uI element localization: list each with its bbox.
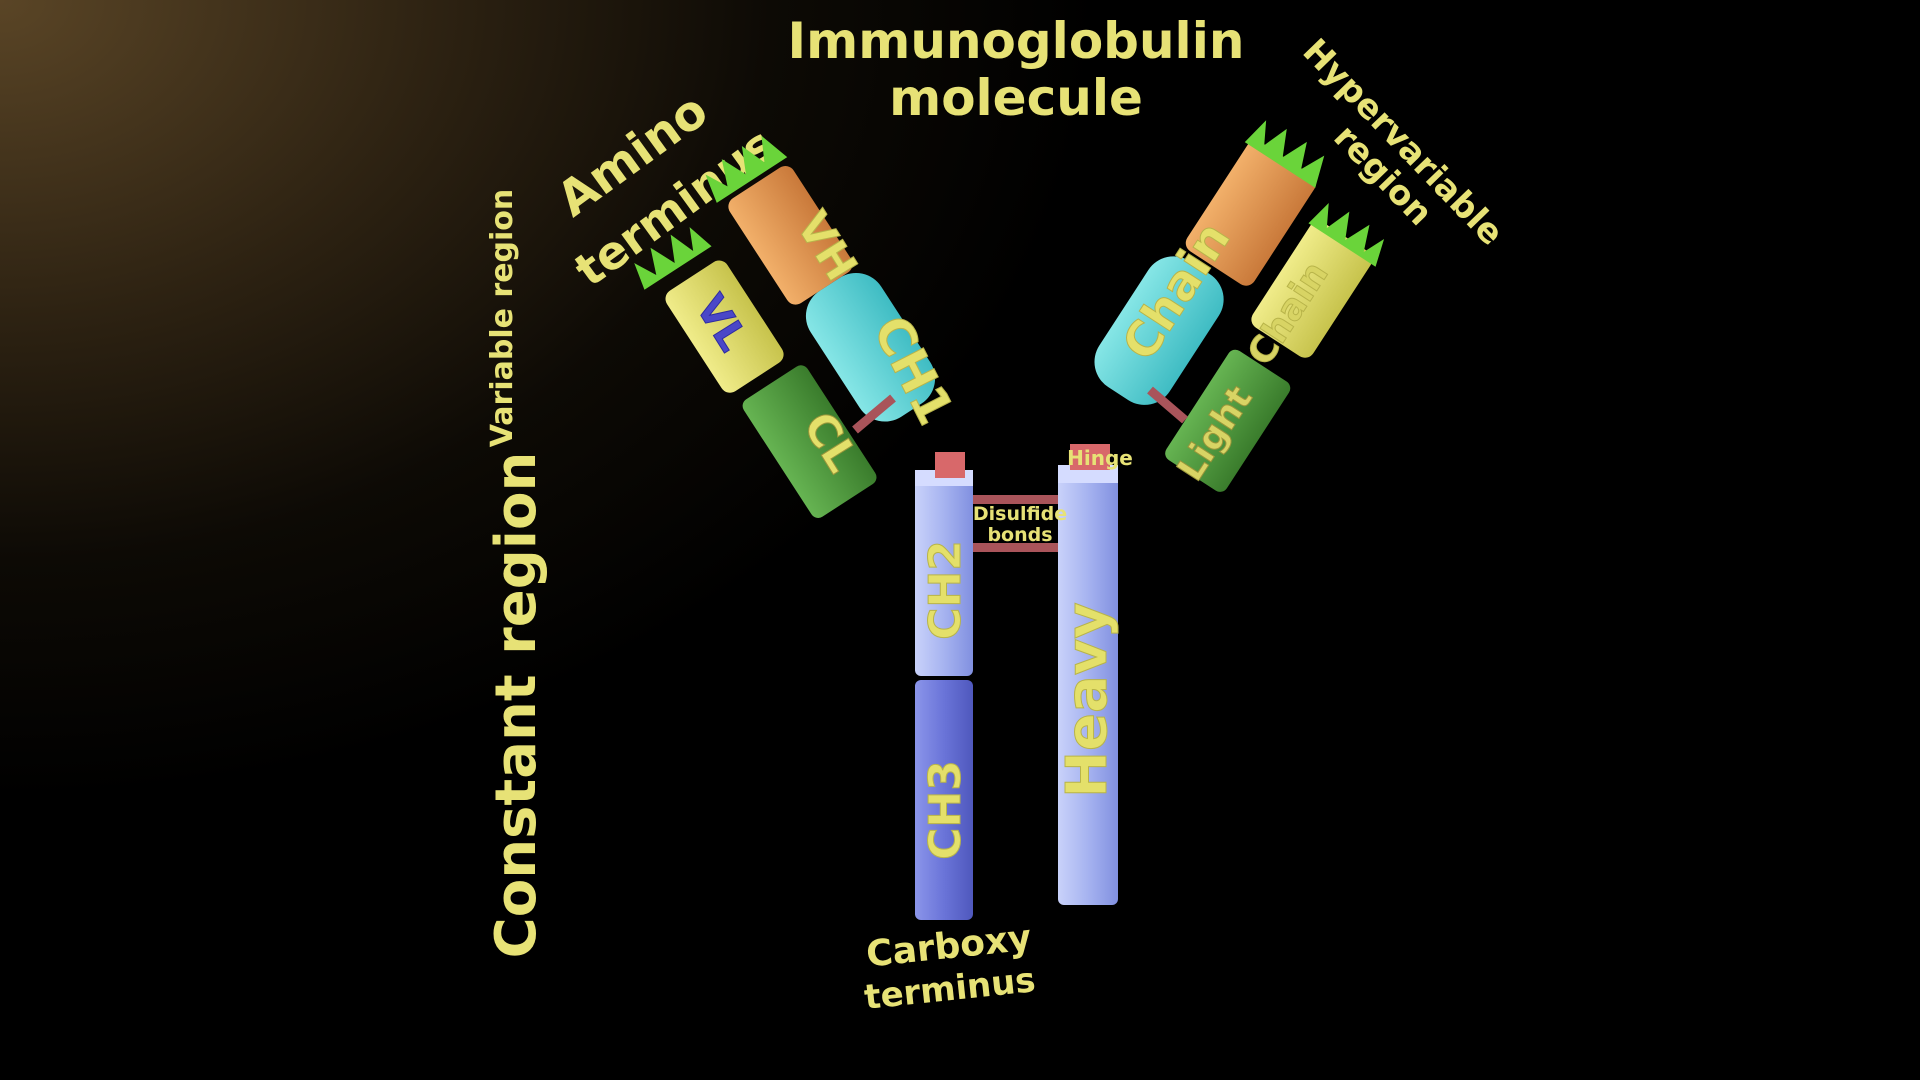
ch2-domain — [915, 478, 973, 676]
disulfide-bond-1 — [973, 495, 1058, 504]
title-line2: molecule — [889, 69, 1143, 127]
right-vl-hypervariable-tip — [1308, 202, 1385, 267]
ch3-label: CH3 — [920, 760, 971, 860]
disulfide-line2: bonds — [987, 524, 1052, 546]
hinge-label: Hinge — [1067, 446, 1133, 470]
left-vl-hypervariable-tip — [634, 227, 712, 290]
left-cl-domain — [742, 365, 877, 518]
right-ch1-domain — [1094, 256, 1224, 405]
disulfide-line1: Disulfide — [973, 503, 1067, 525]
left-vh-hypervariable-tip — [705, 135, 788, 203]
right-cl-domain — [1165, 349, 1291, 492]
variable-region-label: Variable region — [485, 189, 520, 448]
title-line1: Immunoglobulin — [788, 12, 1245, 70]
heavy-label: Heavy — [1055, 602, 1120, 798]
left-interchain-disulfide — [852, 394, 896, 434]
left-vh-domain — [728, 166, 853, 305]
hinge-right — [1070, 444, 1110, 470]
right-vh-hypervariable-tip — [1244, 120, 1325, 188]
right-interchain-disulfide — [1147, 386, 1188, 424]
ch2-label: CH2 — [920, 540, 971, 640]
disulfide-bond-2 — [973, 543, 1058, 552]
right-vl-domain — [1251, 221, 1373, 358]
left-heavy-chain-fc — [915, 470, 973, 920]
right-vh-domain — [1185, 140, 1317, 286]
ch3-domain — [915, 680, 973, 920]
left-ch1-domain — [805, 272, 936, 422]
constant-region-label: Constant region — [484, 452, 549, 959]
left-vl-domain — [665, 260, 784, 393]
hinge-left — [935, 452, 965, 478]
